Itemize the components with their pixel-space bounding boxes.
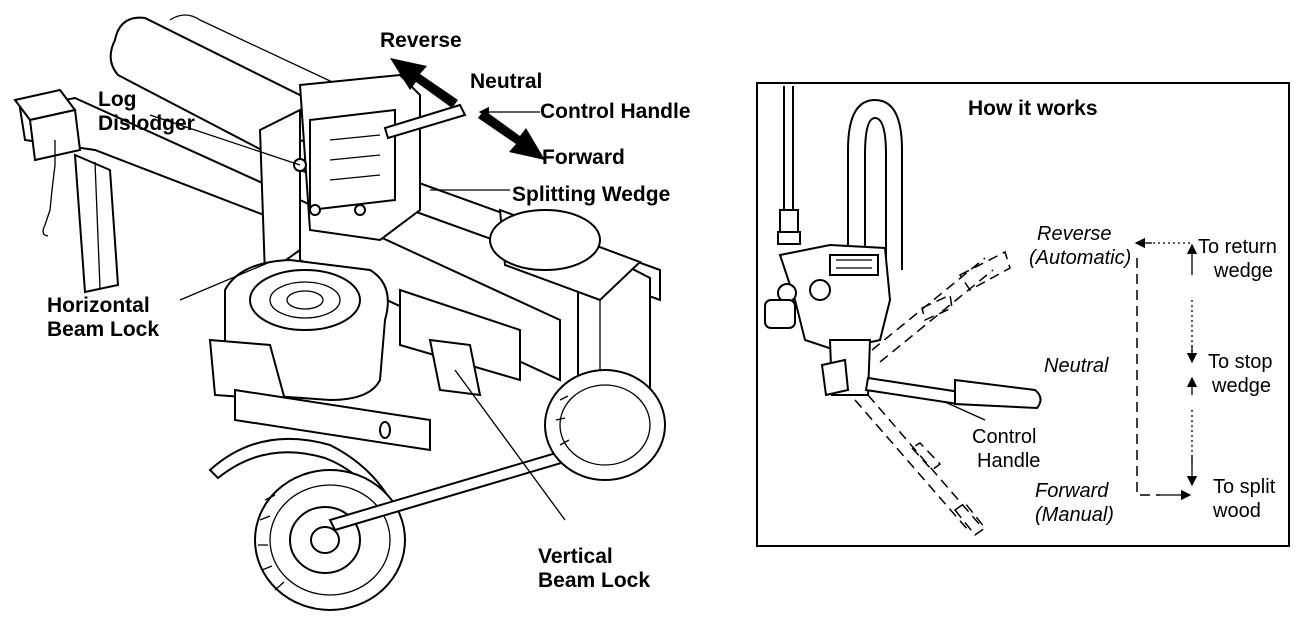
inset-neutral-label: Neutral xyxy=(1044,355,1109,377)
to-return-label: To return xyxy=(1198,236,1277,258)
to-return-wedge-label: wedge xyxy=(1213,260,1273,282)
reverse-label: Reverse xyxy=(380,29,462,52)
inset-automatic-label: (Automatic) xyxy=(1029,247,1131,269)
neutral-label: Neutral xyxy=(470,70,542,93)
forward-label: Forward xyxy=(542,146,625,169)
log-splitter-illustration xyxy=(13,14,666,611)
horizontal-beam-lock-label-line2: Beam Lock xyxy=(47,318,159,341)
inset-handle-label: Handle xyxy=(977,450,1040,472)
splitting-wedge-label: Splitting Wedge xyxy=(512,183,670,206)
to-split-label: To split xyxy=(1213,476,1276,498)
to-stop-wedge-label: wedge xyxy=(1211,375,1271,397)
vertical-beam-lock-label-line1: Vertical xyxy=(538,545,613,568)
horizontal-beam-lock-label-line1: Horizontal xyxy=(47,294,150,317)
inset-mechanism-illustration xyxy=(764,86,1042,537)
to-stop-label: To stop xyxy=(1208,351,1272,373)
inset-reverse-label: Reverse xyxy=(1037,223,1111,245)
how-it-works-title: How it works xyxy=(968,97,1098,120)
log-dislodger-label-line2: Dislodger xyxy=(98,112,195,135)
forward-arrow xyxy=(478,110,545,160)
inset-manual-label: (Manual) xyxy=(1035,504,1114,526)
vertical-beam-lock-label-line2: Beam Lock xyxy=(538,569,650,592)
inset-control-label: Control xyxy=(972,426,1036,448)
to-split-wood-label: wood xyxy=(1212,500,1261,522)
inset-forward-label: Forward xyxy=(1035,480,1109,502)
inset-position-lines xyxy=(1134,237,1198,501)
control-handle-label: Control Handle xyxy=(540,100,691,123)
left-leader-lines xyxy=(149,106,566,521)
reverse-arrow xyxy=(390,58,458,108)
log-dislodger-label-line1: Log xyxy=(98,88,136,111)
